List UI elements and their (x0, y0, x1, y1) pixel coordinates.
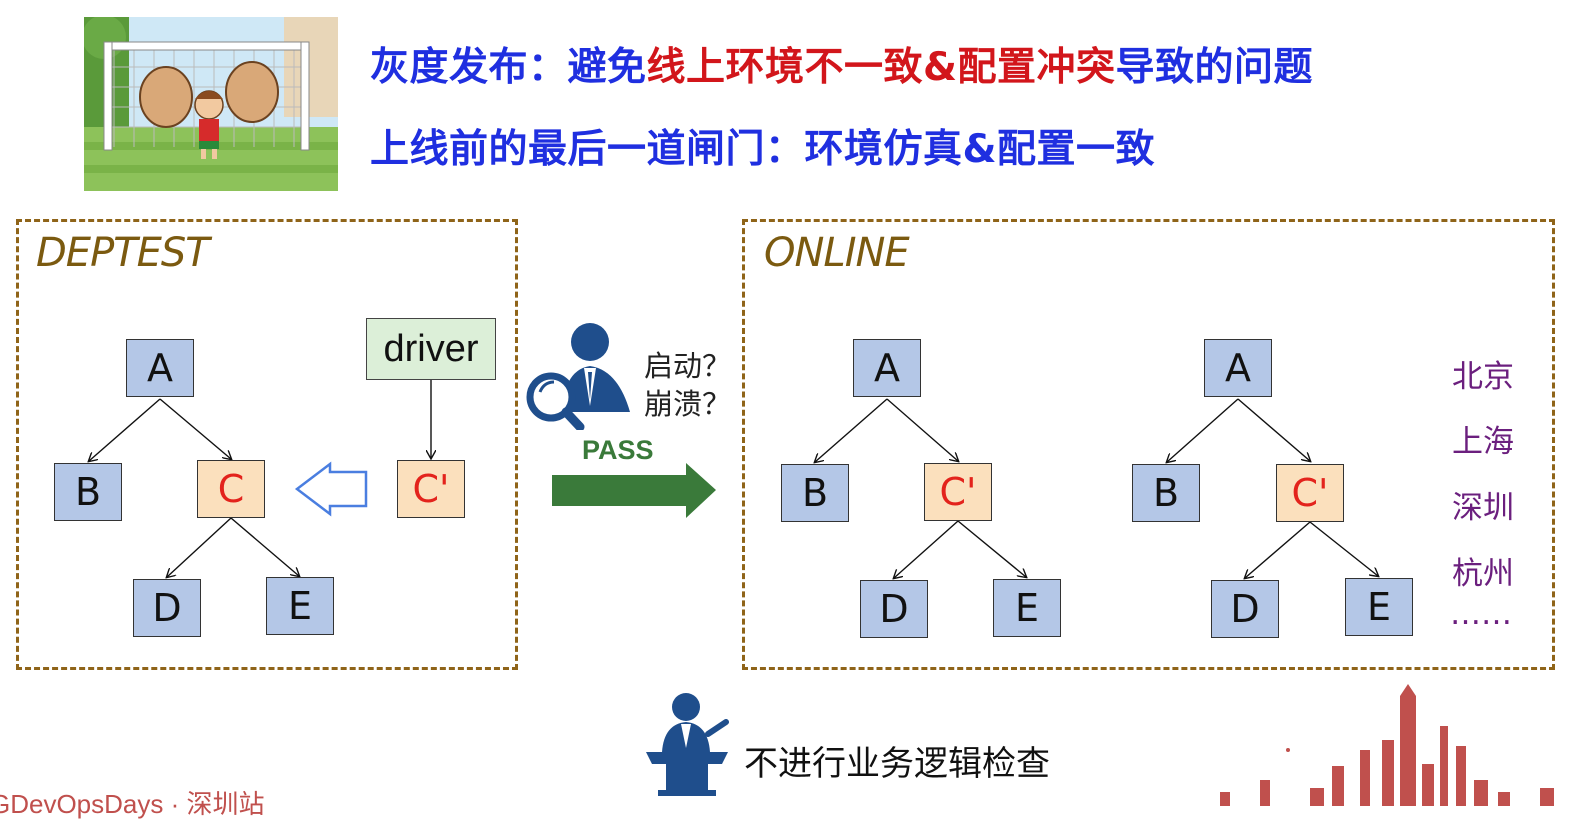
inspector-magnifier-icon (526, 322, 634, 432)
pass-arrow-icon (552, 463, 716, 518)
pass-label: PASS (582, 435, 654, 465)
goalkeeper-illustration (82, 15, 338, 191)
city-more: …… (1450, 596, 1512, 632)
headline-line1: 灰度发布：避免线上环境不一致&配置冲突导致的问题 (370, 36, 1313, 92)
online2-node-d: D (1211, 580, 1279, 638)
question-start: 启动？ (644, 349, 732, 383)
online1-node-b: B (781, 464, 849, 522)
online1-node-d: D (860, 580, 928, 638)
deptest-node-b: B (54, 463, 122, 521)
replace-arrow-icon (294, 461, 368, 517)
deptest-node-c-prime: C' (397, 460, 465, 518)
city-skyline (1210, 680, 1587, 806)
deptest-title: DEPTEST (36, 230, 210, 276)
online-panel (742, 219, 1555, 670)
online1-node-e: E (993, 579, 1061, 637)
deptest-node-c: C (197, 460, 265, 518)
headline-line1-part3: 导致的问题 (1115, 45, 1314, 90)
online2-node-a: A (1204, 339, 1272, 397)
city-shenzhen: 深圳 (1452, 490, 1514, 526)
footer-event-name: GDevOpsDays · 深圳站 (0, 789, 265, 819)
city-beijing: 北京 (1452, 359, 1514, 395)
headline-line1-part1: 灰度发布：避免 (370, 45, 647, 90)
driver-box: driver (366, 318, 496, 380)
headline-line2: 上线前的最后一道闸门：环境仿真&配置一致 (370, 127, 1156, 172)
deptest-node-a: A (126, 339, 194, 397)
deptest-node-d: D (133, 579, 201, 637)
online-title: ONLINE (764, 230, 910, 276)
city-shanghai: 上海 (1452, 424, 1514, 460)
online2-node-b: B (1132, 464, 1200, 522)
deptest-panel (16, 219, 518, 670)
online1-node-c-prime: C' (924, 463, 992, 521)
speaker-podium-icon (644, 692, 730, 796)
online2-node-e: E (1345, 578, 1413, 636)
deptest-node-e: E (266, 577, 334, 635)
no-business-check-note: 不进行业务逻辑检查 (744, 744, 1050, 784)
question-crash: 崩溃？ (644, 387, 732, 421)
headline-line1-part2: 线上环境不一致&配置冲突 (646, 45, 1116, 90)
online2-node-c-prime: C' (1276, 464, 1344, 522)
online1-node-a: A (853, 339, 921, 397)
city-hangzhou: 杭州 (1452, 556, 1514, 592)
